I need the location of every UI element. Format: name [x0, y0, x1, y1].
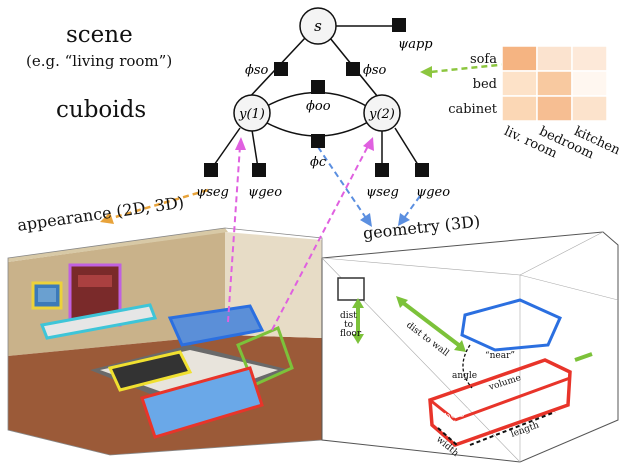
cuboid-node-2	[363, 94, 401, 132]
blue-arrow-1	[317, 146, 367, 219]
table-cell-2-2	[571, 95, 608, 122]
dist-wall-arrowhead-2	[454, 340, 466, 352]
table-row-bed: bed	[472, 77, 497, 92]
factor-geo-1	[252, 163, 266, 177]
phi-so-left-label: ϕso	[245, 63, 269, 78]
table-cell-0-2	[571, 45, 608, 72]
phi-so-right-label: ϕso	[363, 63, 387, 78]
geom-painting	[337, 277, 365, 301]
geometry-panel	[321, 231, 619, 463]
factor-oo	[311, 80, 325, 94]
phi-c-label: ϕc	[310, 155, 327, 170]
nodes	[204, 7, 429, 177]
scene-example: (e.g. “living room”)	[26, 52, 173, 70]
dist-floor-label-2: to	[344, 320, 353, 330]
table-cell-1-0	[501, 70, 538, 97]
factor-c	[311, 134, 325, 148]
scene-node	[299, 7, 337, 45]
angle-arc	[462, 344, 473, 389]
near-arrow	[574, 352, 593, 362]
dist-floor-label-1: dist	[340, 311, 357, 321]
table-cell-1-2	[571, 70, 608, 97]
painting	[38, 288, 56, 302]
dist-floor-arrowhead-up	[352, 298, 364, 308]
cuboid-node-2-label: y(2)	[368, 107, 395, 122]
edge-y1-seg	[211, 127, 241, 169]
wall-top	[8, 228, 228, 262]
edge-y1-geo	[251, 129, 259, 169]
length-arrow	[469, 411, 556, 446]
orange-arrowhead	[100, 212, 114, 224]
dist-wall-arrowhead-1	[396, 296, 408, 308]
node-labels: s y(1) y(2) ψapp ϕso ϕso ϕoo ϕc ψseg ψge…	[196, 17, 450, 200]
factor-so-right	[346, 62, 360, 76]
cuboid-node-1-label: y(1)	[238, 107, 265, 122]
magenta-arrow-2	[271, 145, 369, 331]
factor-seg-2	[375, 163, 389, 177]
cabinet-shelf	[78, 275, 112, 287]
geom-sofa-front-edge	[429, 398, 456, 422]
table-cell-2-1	[536, 95, 573, 122]
room-back-edge	[519, 231, 604, 276]
blue-arrowhead-1	[360, 213, 372, 227]
blue-arrowhead-2	[398, 213, 410, 226]
factor-geo-2	[415, 163, 429, 177]
phi-oo-label: ϕoo	[306, 99, 331, 114]
psi-geo-2-label: ψgeo	[416, 185, 450, 200]
width-arrow	[437, 427, 459, 447]
table-cell-0-0	[501, 45, 538, 72]
sofa-back-cuboid	[167, 304, 265, 347]
geom-sofa-front-top	[454, 376, 571, 422]
coffee-table-cuboid	[107, 350, 193, 392]
psi-seg-1-label: ψseg	[196, 185, 229, 200]
sofa-front-cuboid	[140, 366, 264, 439]
arrows	[100, 58, 548, 331]
scene-title: scene	[66, 22, 133, 48]
geometry-frame	[321, 231, 619, 463]
factor-seg-1	[204, 163, 218, 177]
table-row-cabinet: cabinet	[448, 102, 497, 117]
dist-floor-arrowhead-down	[352, 334, 364, 344]
table-cell-2-0	[501, 95, 538, 122]
edge-y2-geo	[394, 127, 421, 169]
magenta-arrowhead-1	[235, 137, 246, 150]
factor-app	[392, 18, 406, 32]
cuboids-title: cuboids	[56, 97, 147, 123]
table-cell-1-1	[536, 70, 573, 97]
scene-node-label: s	[314, 17, 322, 35]
geom-sofa-back	[460, 298, 562, 352]
table-row-sofa: sofa	[469, 52, 497, 67]
psi-app-label: ψapp	[398, 37, 433, 52]
magenta-arrowhead-2	[363, 137, 374, 151]
factor-so-left	[274, 62, 288, 76]
tv-stand-cuboid	[39, 303, 158, 340]
orange-dashed-arrow	[111, 188, 209, 220]
geom-sofa-front	[428, 358, 572, 447]
angle-label: angle	[452, 371, 477, 381]
table-cell-0-1	[536, 45, 573, 72]
near-label: “near”	[485, 350, 515, 361]
psi-seg-2-label: ψseg	[366, 185, 399, 200]
blue-arrow-2	[403, 195, 421, 219]
appearance-panel	[7, 227, 323, 456]
dist-floor-label-3: floor	[340, 329, 362, 339]
room-floor-edge	[519, 274, 619, 301]
edge-y1-c-y2	[264, 121, 369, 137]
cuboid-node-1	[233, 94, 271, 132]
dist-wall-arrow	[400, 300, 462, 348]
compat-table	[501, 45, 608, 122]
green-arrowhead	[420, 66, 432, 78]
psi-geo-1-label: ψgeo	[248, 185, 282, 200]
